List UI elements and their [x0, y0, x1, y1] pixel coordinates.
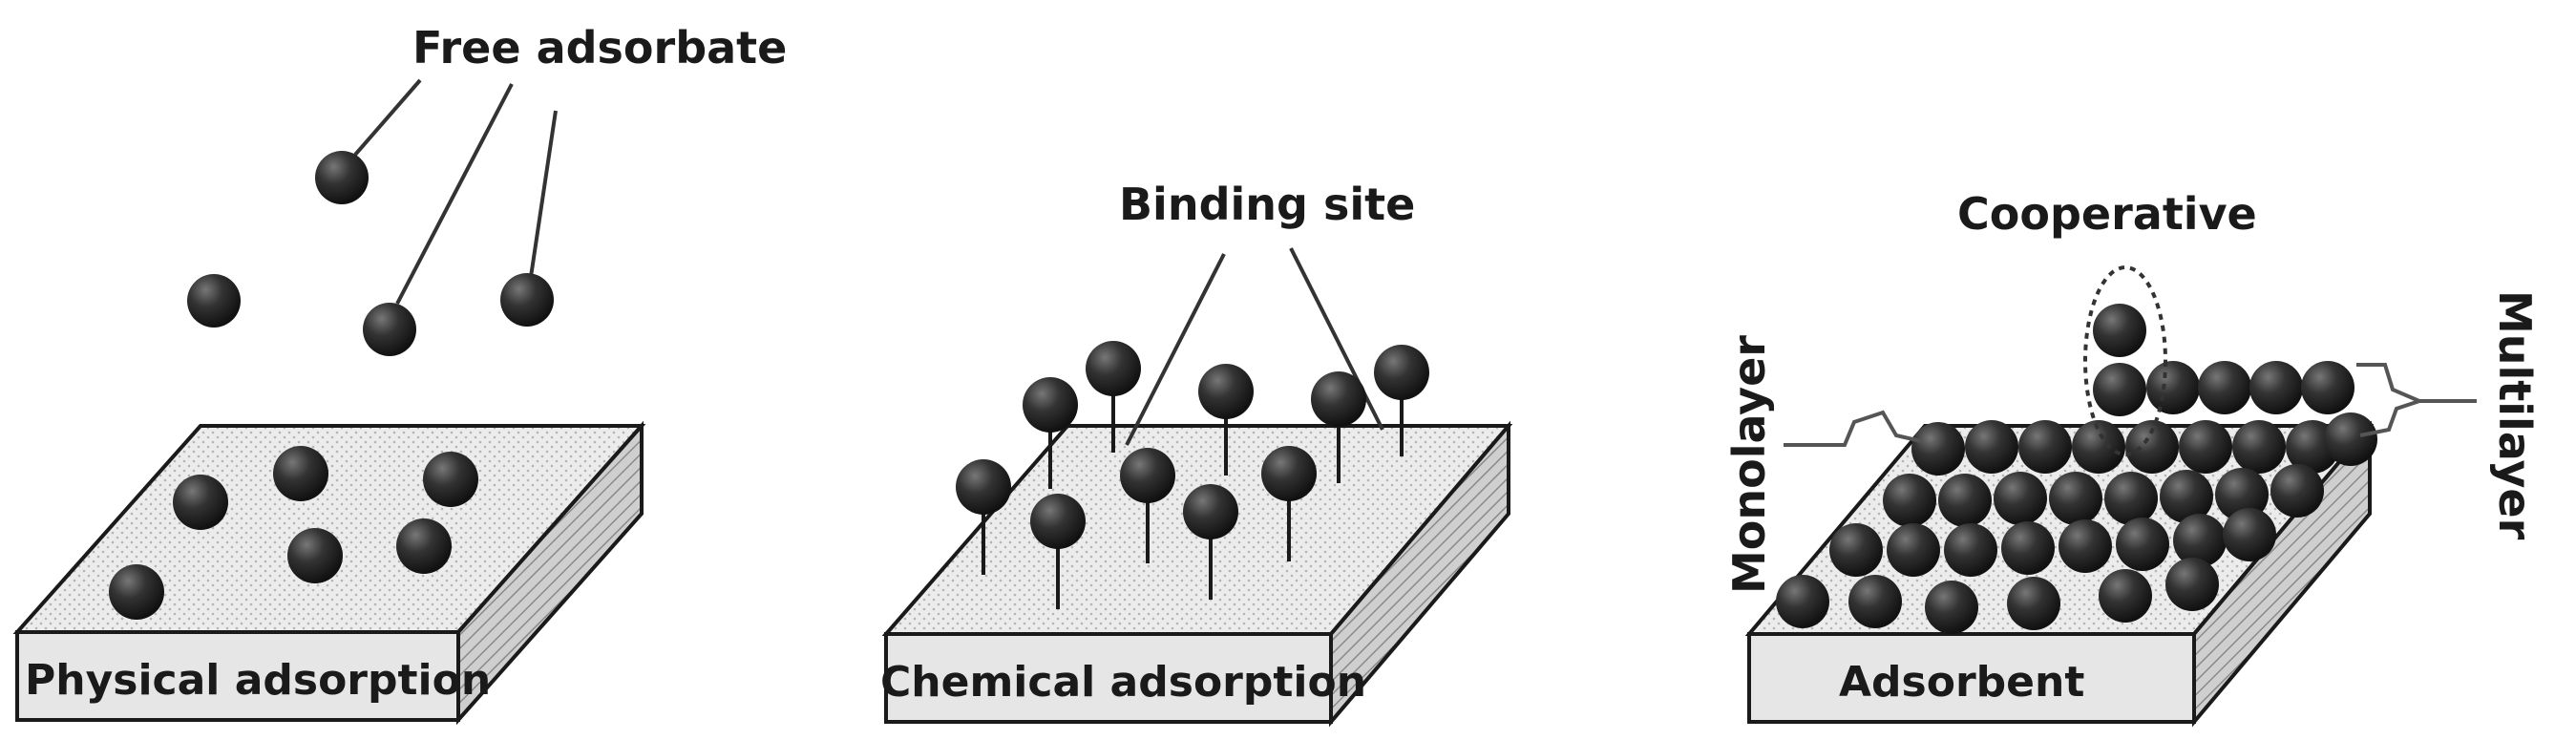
- particle: [1925, 581, 1978, 634]
- adsorbent-slab: Adsorbent: [1744, 420, 2375, 728]
- particle: [2104, 472, 2158, 525]
- particle: [2324, 412, 2377, 466]
- monolayer-particles: [1776, 412, 2377, 634]
- multilayer-particles: [2093, 304, 2354, 416]
- particle: [2125, 420, 2179, 474]
- particle: [396, 518, 452, 574]
- particle: [1944, 523, 1997, 577]
- particle: [423, 452, 478, 507]
- bound-particles: [956, 341, 1429, 549]
- particle: [2179, 420, 2232, 474]
- particle: [1023, 377, 1078, 433]
- particle: [1120, 448, 1175, 503]
- cooperative-panel: Adsorbent Cooperative: [1723, 188, 2541, 728]
- particle: [2223, 508, 2276, 561]
- particle: [315, 151, 369, 204]
- free-adsorbate-label: Free adsorbate: [412, 22, 787, 74]
- physical-surface-label: Physical adsorption: [25, 656, 491, 705]
- particle: [1030, 494, 1086, 549]
- particle: [363, 303, 416, 356]
- particle: [1261, 446, 1317, 501]
- particle: [2018, 420, 2072, 474]
- particle: [1887, 523, 1940, 577]
- particle: [173, 475, 228, 530]
- particle: [2198, 361, 2251, 414]
- particle: [1965, 420, 2018, 474]
- particle: [1911, 422, 1965, 476]
- chemical-slab: Chemical adsorption: [880, 420, 1513, 728]
- adsorbent-label: Adsorbent: [1839, 658, 2084, 707]
- particle: [2249, 361, 2303, 414]
- particle: [2173, 514, 2227, 567]
- particle: [2049, 472, 2102, 525]
- monolayer-label: Monolayer: [1723, 335, 1775, 594]
- particle: [287, 528, 343, 583]
- particle: [2099, 569, 2152, 623]
- adsorbed-particles: [109, 446, 478, 620]
- chemical-surface-label: Chemical adsorption: [880, 658, 1366, 707]
- particle: [2001, 521, 2055, 575]
- particle: [187, 274, 241, 328]
- chemical-panel: Chemical adsorption Binding site: [880, 179, 1513, 728]
- monolayer-bracket: [1784, 410, 1922, 447]
- particle: [1883, 474, 1936, 527]
- physical-panel: Physical adsorption Free adsorbate: [12, 22, 787, 726]
- cooperative-particle: [2093, 304, 2146, 357]
- particle: [1374, 345, 1429, 400]
- cooperative-highlight: [2083, 265, 2167, 456]
- particle: [2007, 577, 2060, 630]
- binding-site-lines: [1125, 247, 1384, 446]
- particle: [2301, 361, 2354, 414]
- particle: [2160, 470, 2213, 523]
- particle: [1829, 523, 1883, 577]
- particle: [1938, 474, 1992, 527]
- particle: [1198, 364, 1254, 419]
- particle: [2165, 558, 2219, 611]
- physical-callout-lines: [353, 78, 558, 305]
- particle: [2146, 361, 2200, 414]
- particle: [2093, 363, 2146, 416]
- particle: [1183, 484, 1238, 539]
- free-particles: [187, 151, 554, 356]
- particle: [2270, 464, 2324, 518]
- particle: [2072, 420, 2125, 474]
- particle: [2215, 468, 2269, 521]
- binding-site-label: Binding site: [1119, 179, 1415, 230]
- particle: [1848, 575, 1902, 628]
- particle: [1994, 472, 2047, 525]
- cooperative-label: Cooperative: [1957, 188, 2257, 240]
- particle: [2116, 518, 2169, 571]
- physical-slab-front: [15, 630, 460, 722]
- chemical-slab-front: [884, 632, 1333, 724]
- particle: [956, 459, 1011, 515]
- adsorbent-slab-front: [1747, 632, 2196, 724]
- particle: [109, 564, 164, 620]
- multilayer-label: Multilayer: [2489, 290, 2541, 540]
- particle: [2059, 519, 2112, 573]
- particle: [1311, 371, 1366, 427]
- physical-slab: Physical adsorption: [12, 420, 646, 726]
- particle: [500, 273, 554, 327]
- particle: [1086, 341, 1141, 396]
- particle: [273, 446, 328, 501]
- particle: [1776, 575, 1829, 628]
- particle: [2232, 420, 2286, 474]
